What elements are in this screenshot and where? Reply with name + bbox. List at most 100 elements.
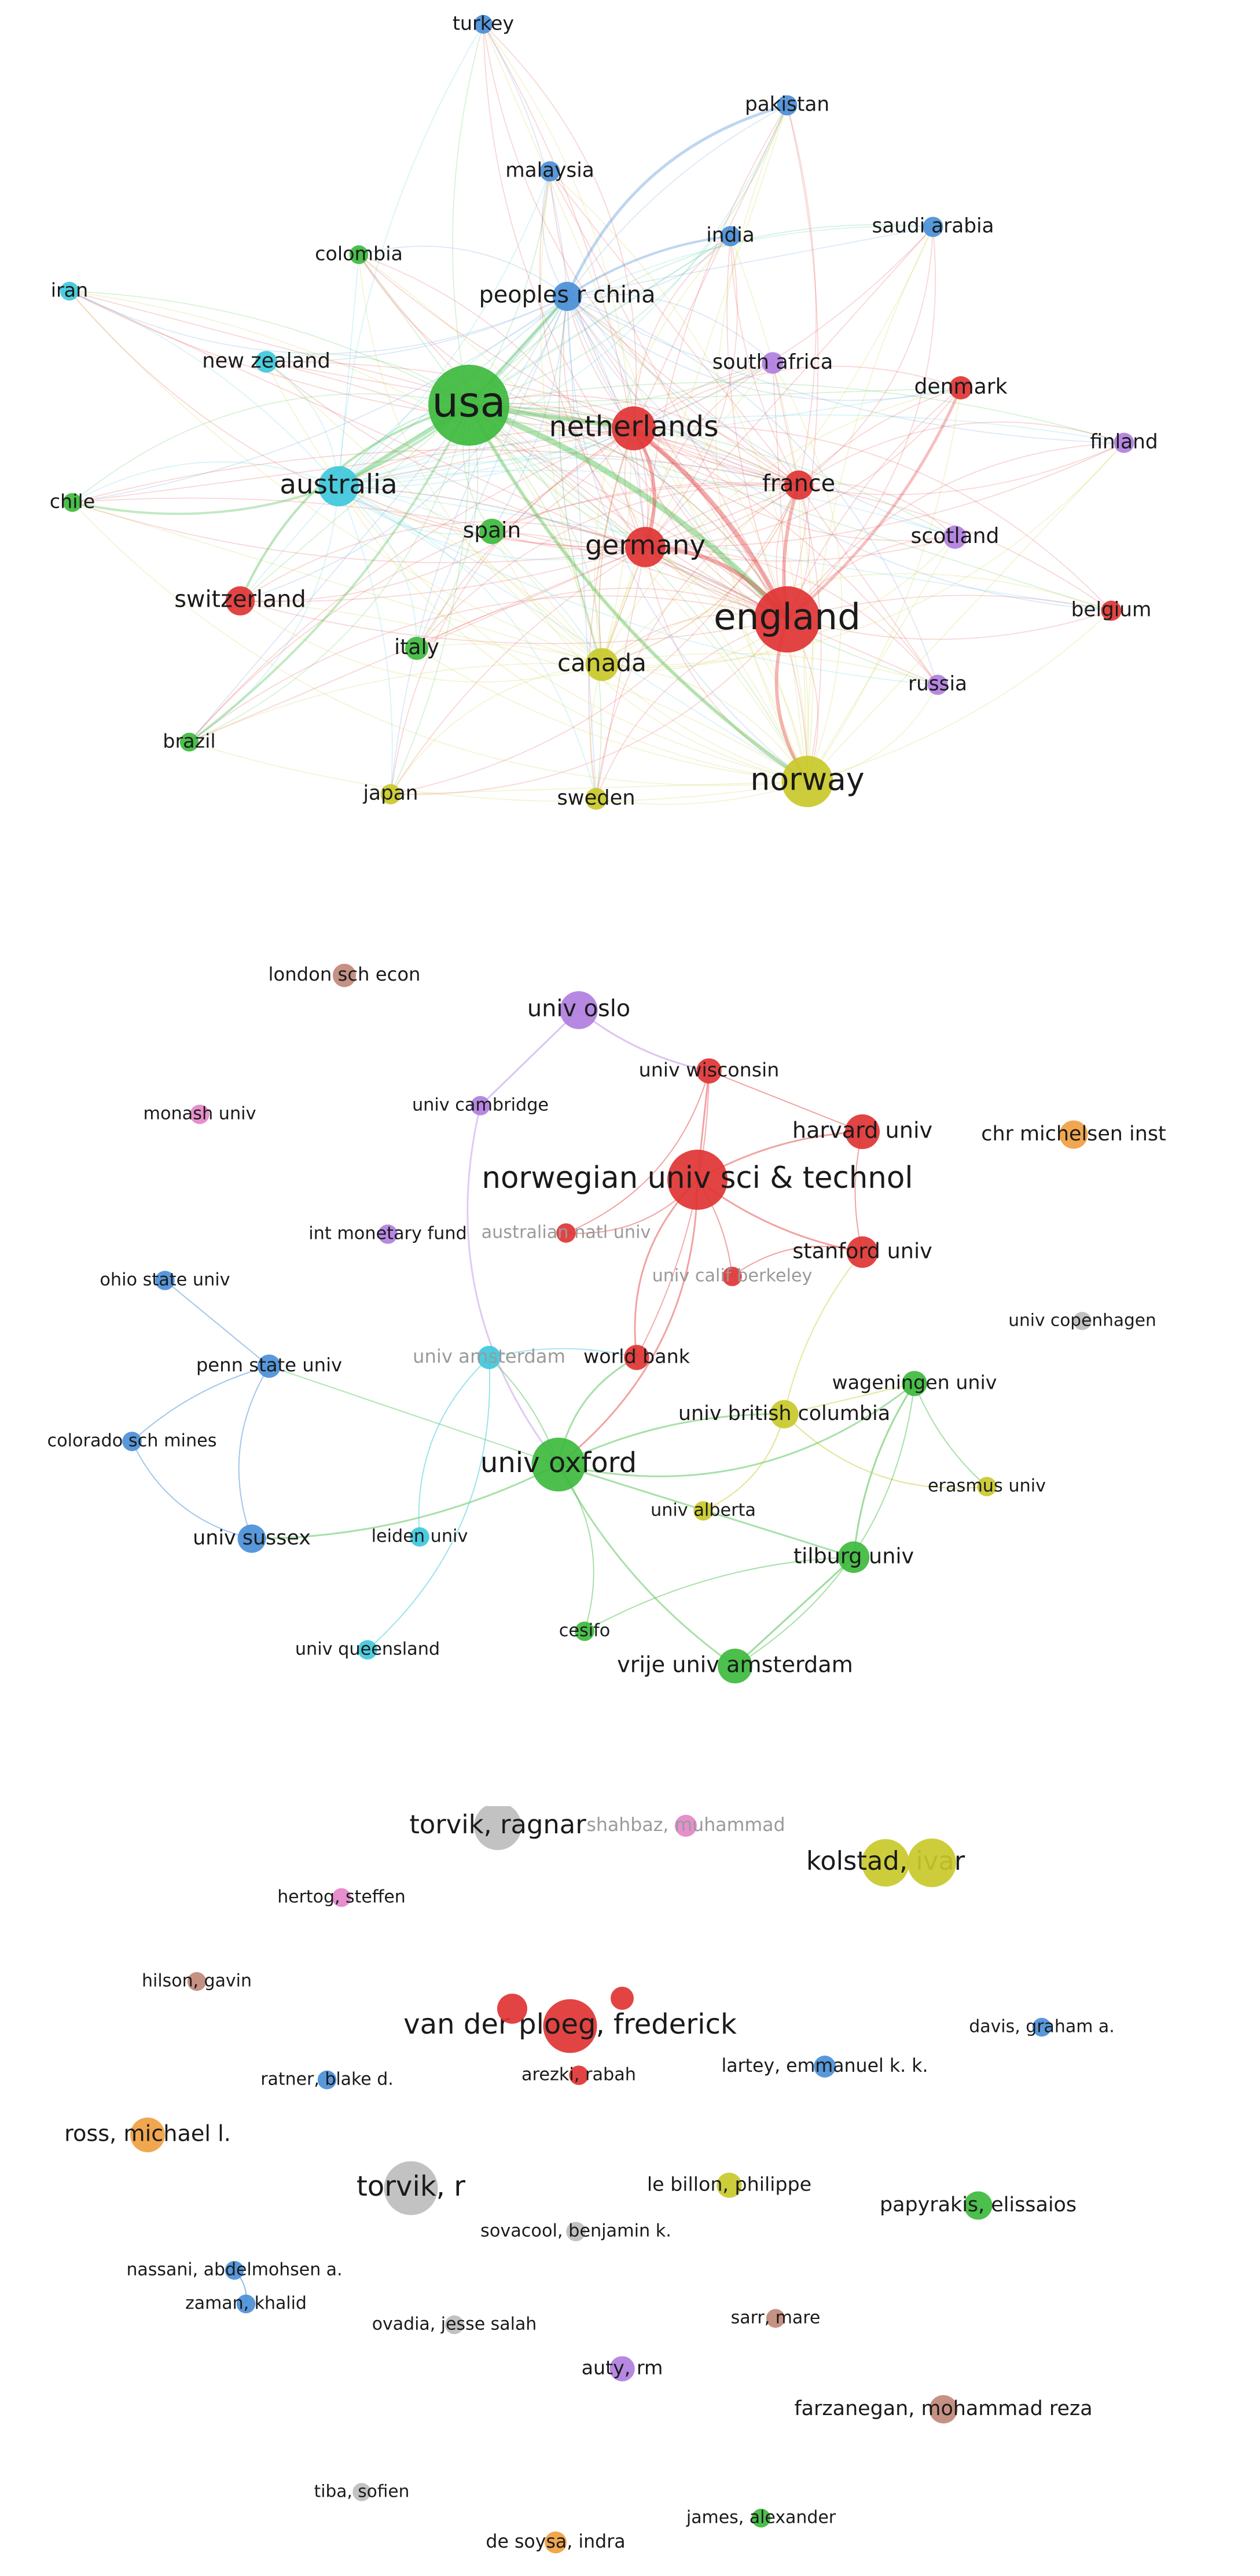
node-lartey-emmanuel-k-k[interactable]: lartey, emmanuel k. k. — [721, 2056, 928, 2078]
node-circle-torvik-r[interactable] — [384, 2161, 438, 2215]
node-australian-natl-univ[interactable]: australian natl univ — [482, 1223, 651, 1243]
node-circle-australia[interactable] — [318, 466, 359, 507]
node-circle-de-soysa-indra[interactable] — [545, 2531, 567, 2553]
node-circle-south-africa[interactable] — [762, 352, 784, 374]
node-circle-cesifo[interactable] — [575, 1621, 594, 1641]
node-brazil[interactable]: brazil — [163, 730, 215, 753]
node-circle-russia[interactable] — [927, 674, 948, 695]
node-arezki-rabah[interactable]: arezki, rabah — [521, 2065, 636, 2085]
node-ross-michael-l[interactable]: ross, michael l. — [64, 2118, 231, 2152]
node-germany[interactable]: germany — [585, 527, 706, 567]
node-circle-chile[interactable] — [63, 493, 82, 512]
coauthor-node-kolstad[interactable] — [908, 1839, 956, 1887]
node-pakistan[interactable]: pakistan — [745, 93, 829, 116]
node-circle-shahbaz-muhammad[interactable] — [675, 1815, 697, 1837]
node-circle-arezki-rabah[interactable] — [569, 2065, 589, 2085]
node-circle-univ-oslo[interactable] — [560, 991, 598, 1029]
node-circle-ovadia-jesse-salah[interactable] — [445, 2315, 464, 2335]
node-circle-van-der-ploeg-frederick[interactable] — [543, 1999, 597, 2053]
node-circle-univ-amsterdam[interactable] — [477, 1345, 501, 1370]
node-colombia[interactable]: colombia — [315, 243, 403, 265]
node-circle-pakistan[interactable] — [777, 95, 798, 116]
node-penn-state-univ[interactable]: penn state univ — [196, 1354, 342, 1378]
node-circle-stanford-univ[interactable] — [846, 1236, 879, 1268]
node-circle-univ-oxford[interactable] — [531, 1437, 586, 1492]
node-nassani-abdelmohsen-a[interactable]: nassani, abdelmohsen a. — [126, 2260, 342, 2280]
node-ovadia-jesse-salah[interactable]: ovadia, jesse salah — [372, 2314, 537, 2335]
node-circle-peoples-r-china[interactable] — [552, 281, 582, 311]
node-circle-univ-sussex[interactable] — [237, 1524, 266, 1553]
node-belgium[interactable]: belgium — [1071, 599, 1152, 622]
node-vrije-univ-amsterdam[interactable]: vrije univ amsterdam — [617, 1649, 853, 1683]
node-england[interactable]: england — [714, 586, 861, 653]
node-switzerland[interactable]: switzerland — [174, 586, 306, 616]
node-univ-british-columbia[interactable]: univ british columbia — [678, 1400, 890, 1429]
node-italy[interactable]: italy — [394, 634, 439, 660]
node-circle-penn-state-univ[interactable] — [257, 1354, 281, 1378]
node-circle-univ-copenhagen[interactable] — [1073, 1312, 1092, 1330]
node-univ-sussex[interactable]: univ sussex — [193, 1524, 311, 1553]
node-circle-univ-alberta[interactable] — [693, 1501, 713, 1521]
node-univ-wisconsin[interactable]: univ wisconsin — [639, 1058, 780, 1084]
node-auty-rm[interactable]: auty, rm — [582, 2356, 663, 2381]
node-univ-queensland[interactable]: univ queensland — [295, 1639, 440, 1660]
node-circle-usa[interactable] — [428, 365, 509, 446]
node-circle-univ-wisconsin[interactable] — [696, 1058, 722, 1084]
node-circle-wageningen-univ[interactable] — [902, 1371, 927, 1396]
node-circle-brazil[interactable] — [179, 732, 199, 752]
node-spain[interactable]: spain — [463, 518, 521, 545]
node-new-zealand[interactable]: new zealand — [202, 349, 330, 373]
node-canada[interactable]: canada — [557, 648, 646, 681]
node-circle-canada[interactable] — [585, 648, 619, 681]
node-circle-monash-univ[interactable] — [190, 1104, 210, 1124]
node-circle-switzerland[interactable] — [225, 586, 255, 616]
node-circle-belgium[interactable] — [1101, 600, 1122, 621]
node-farzanegan-mohammad-reza[interactable]: farzanegan, mohammad reza — [794, 2395, 1093, 2424]
node-papyrakis-elissaios[interactable]: papyrakis, elissaios — [880, 2191, 1077, 2220]
node-circle-iran[interactable] — [60, 281, 79, 301]
node-sweden[interactable]: sweden — [557, 786, 635, 810]
node-int-monetary-fund[interactable]: int monetary fund — [308, 1224, 467, 1244]
node-circle-le-billon-philippe[interactable] — [717, 2173, 742, 2198]
node-tilburg-univ[interactable]: tilburg univ — [794, 1541, 914, 1573]
node-circle-colorado-sch-mines[interactable] — [122, 1432, 142, 1451]
node-circle-ross-michael-l[interactable] — [130, 2118, 165, 2152]
node-circle-auty-rm[interactable] — [609, 2356, 635, 2381]
node-ratner-blake-d[interactable]: ratner, blake d. — [260, 2069, 394, 2090]
node-circle-hilson-gavin[interactable] — [187, 1972, 207, 1991]
node-circle-univ-cambridge[interactable] — [471, 1096, 490, 1115]
node-univ-alberta[interactable]: univ alberta — [651, 1500, 756, 1521]
node-circle-erasmus-univ[interactable] — [977, 1477, 997, 1496]
node-cesifo[interactable]: cesifo — [559, 1621, 611, 1641]
node-sovacool-benjamin-k[interactable]: sovacool, benjamin k. — [480, 2221, 671, 2241]
node-harvard-univ[interactable]: harvard univ — [792, 1114, 932, 1149]
node-saudi-arabia[interactable]: saudi arabia — [872, 215, 994, 238]
node-torvik-r[interactable]: torvik, r — [357, 2161, 465, 2215]
node-circle-japan[interactable] — [380, 784, 401, 805]
node-netherlands[interactable]: netherlands — [549, 406, 719, 450]
node-circle-davis-graham-a[interactable] — [1032, 2017, 1052, 2037]
node-circle-scotland[interactable] — [943, 525, 967, 549]
node-circle-james-alexander[interactable] — [751, 2508, 771, 2528]
node-wageningen-univ[interactable]: wageningen univ — [832, 1371, 997, 1396]
node-circle-france[interactable] — [784, 470, 814, 500]
node-ohio-state-univ[interactable]: ohio state univ — [100, 1270, 230, 1290]
node-norway[interactable]: norway — [750, 755, 865, 808]
node-univ-amsterdam[interactable]: univ amsterdam — [413, 1345, 565, 1370]
node-circle-india[interactable] — [720, 226, 741, 247]
node-circle-hertog-steffen[interactable] — [332, 1888, 351, 1907]
node-circle-ratner-blake-d[interactable] — [317, 2070, 337, 2090]
node-le-billon-philippe[interactable]: le billon, philippe — [647, 2173, 811, 2198]
node-circle-univ-british-columbia[interactable] — [770, 1400, 799, 1429]
node-circle-papyrakis-elissaios[interactable] — [964, 2191, 993, 2220]
node-erasmus-univ[interactable]: erasmus univ — [928, 1476, 1046, 1496]
node-russia[interactable]: russia — [908, 673, 967, 696]
node-circle-london-sch-econ[interactable] — [332, 963, 357, 988]
node-zaman-khalid[interactable]: zaman, khalid — [185, 2294, 307, 2314]
node-circle-sarr-mare[interactable] — [766, 2309, 785, 2328]
node-univ-copenhagen[interactable]: univ copenhagen — [1008, 1311, 1156, 1330]
node-circle-tilburg-univ[interactable] — [837, 1541, 870, 1573]
node-circle-norwegian-univ-sci-technol[interactable] — [667, 1150, 728, 1210]
node-circle-zaman-khalid[interactable] — [236, 2294, 256, 2314]
node-circle-netherlands[interactable] — [612, 406, 656, 450]
